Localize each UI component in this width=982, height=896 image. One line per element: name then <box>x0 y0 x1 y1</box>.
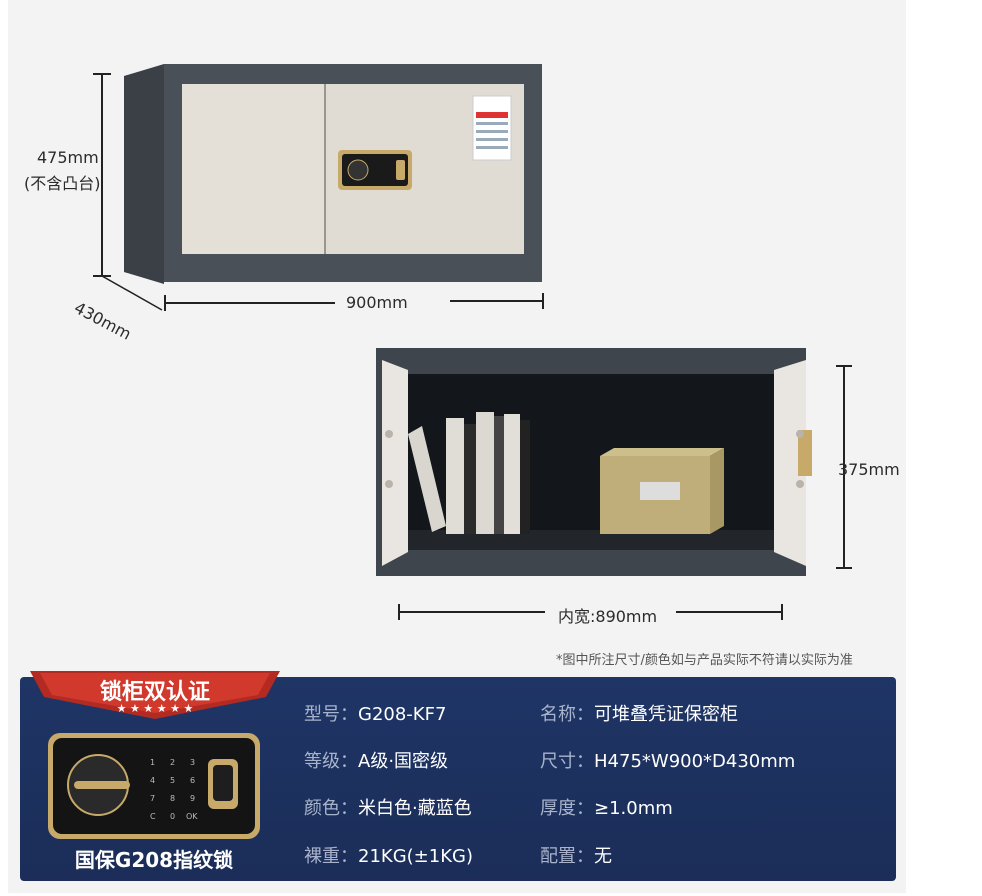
badge-stars: ★ ★ ★ ★ ★ ★ <box>117 702 194 715</box>
svg-text:8: 8 <box>170 794 175 803</box>
cabinet-open-illustration <box>376 348 852 620</box>
spec-value: H475*W900*D430mm <box>594 751 796 772</box>
disclaimer-note: *图中所注尺寸/颜色如与产品实际不符请以实际为准 <box>556 653 853 668</box>
svg-text:6: 6 <box>190 776 195 785</box>
spec-model: 型号：G208-KF7 <box>304 700 446 726</box>
inner-width-label: 内宽:890mm <box>558 607 658 626</box>
svg-text:OK: OK <box>186 812 198 821</box>
cabinet-height-note: (不含凸台) <box>24 174 101 193</box>
spec-key: 厚度： <box>540 798 594 819</box>
badge-title: 锁柜双认证 <box>99 680 210 705</box>
svg-text:0: 0 <box>170 812 175 821</box>
spec-value: 无 <box>594 846 612 867</box>
spec-name: 名称：可堆叠凭证保密柜 <box>540 700 738 726</box>
spec-thickness: 厚度：≥1.0mm <box>540 794 673 820</box>
spec-value: 21KG(±1KG) <box>358 846 473 867</box>
spec-key: 颜色： <box>304 798 358 819</box>
spec-key: 尺寸： <box>540 751 594 772</box>
certification-badge: ★ ★ ★ ★ ★ ★ <box>30 671 280 719</box>
spec-key: 配置： <box>540 846 594 867</box>
svg-text:2: 2 <box>170 758 175 767</box>
spec-key: 型号： <box>304 704 358 725</box>
cabinet-closed-illustration <box>93 64 544 311</box>
spec-value: G208-KF7 <box>358 704 447 725</box>
spec-grade: 等级：A级·国密级 <box>304 747 448 773</box>
spec-value: 米白色·藏蓝色 <box>358 798 472 819</box>
svg-text:5: 5 <box>170 776 175 785</box>
spec-key: 裸重： <box>304 846 358 867</box>
spec-key: 名称： <box>540 704 594 725</box>
spec-key: 等级： <box>304 751 358 772</box>
inner-height-label: 375mm <box>838 460 900 479</box>
spec-value: A级·国密级 <box>358 751 449 772</box>
spec-weight: 裸重：21KG(±1KG) <box>304 842 473 868</box>
spec-size: 尺寸：H475*W900*D430mm <box>540 747 795 773</box>
lock-name: 国保G208指纹锁 <box>74 848 234 872</box>
spec-value: ≥1.0mm <box>594 798 673 819</box>
svg-text:1: 1 <box>150 758 155 767</box>
spec-value: 可堆叠凭证保密柜 <box>594 704 738 725</box>
fingerprint-lock-image: 1 2 3 4 5 6 7 8 9 C 0 OK <box>48 733 260 839</box>
svg-text:3: 3 <box>190 758 195 767</box>
svg-text:9: 9 <box>190 794 195 803</box>
svg-text:C: C <box>150 812 156 821</box>
svg-text:7: 7 <box>150 794 155 803</box>
cabinet-height-label: 475mm <box>37 148 99 167</box>
cabinet-width-label: 900mm <box>346 293 408 312</box>
spec-color: 颜色：米白色·藏蓝色 <box>304 794 472 820</box>
spec-config: 配置：无 <box>540 842 612 868</box>
svg-text:4: 4 <box>150 776 155 785</box>
